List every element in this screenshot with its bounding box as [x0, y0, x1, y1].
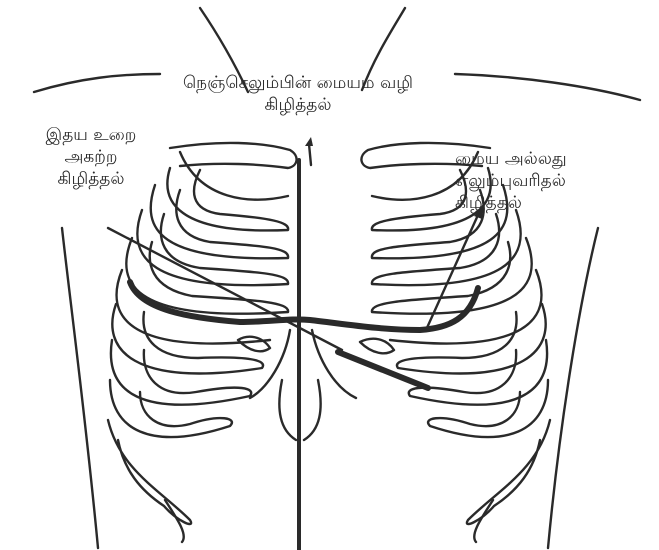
sternotomy-arrowhead: [305, 137, 313, 146]
clamshell-label-line1: இதய உறை: [6, 124, 176, 146]
torso-left-outline: [62, 228, 98, 548]
rib-left-3: [151, 185, 288, 258]
sternotomy-label-line1: நெஞ்செலும்பின் மையம் வழி: [118, 72, 478, 94]
shoulder-right-outline: [455, 74, 640, 100]
thoracotomy-label-line2: எலும்புவரிதல்: [455, 170, 655, 192]
clamshell-incision-line: [130, 282, 478, 330]
xiphoid-left: [279, 380, 296, 440]
cartilage-left: [238, 337, 270, 352]
clamshell-label-line3: கிழித்தல்: [6, 168, 176, 190]
thoracotomy-label: மைய அல்லது எலும்புவரிதல் கிழித்தல்: [455, 148, 655, 214]
torso-right-outline: [548, 228, 598, 548]
clamshell-label: இதய உறை அகற்ற கிழித்தல்: [6, 124, 176, 190]
clamshell-label-line2: அகற்ற: [6, 146, 176, 168]
xiphoid-right: [304, 380, 321, 440]
cartilage-right: [360, 339, 394, 354]
thoracotomy-label-line1: மைய அல்லது: [455, 148, 655, 170]
collarbone-left: [170, 143, 297, 168]
sternotomy-label-line2: கிழித்தல்: [118, 94, 478, 116]
sternotomy-label: நெஞ்செலும்பின் மையம் வழி கிழித்தல்: [118, 72, 478, 116]
thoracotomy-label-line3: கிழித்தல்: [455, 192, 655, 214]
rib-right-5: [372, 238, 532, 314]
sternotomy-leader-line: [309, 144, 311, 165]
